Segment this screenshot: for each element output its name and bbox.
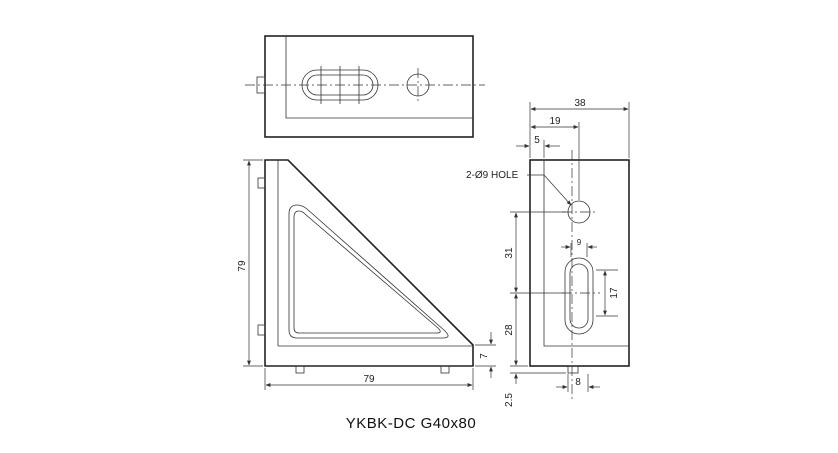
front-view-foot-right: [440, 365, 450, 374]
dim-hole-spacing: 31: [504, 247, 515, 259]
front-view-outline: [264, 159, 474, 367]
dim-side-width: 38: [574, 98, 586, 109]
side-view: 2-Ø9 HOLE 38 19 5 31 28 2.5 17: [466, 98, 630, 407]
front-view-pocket: [288, 204, 449, 339]
top-view: [245, 35, 485, 138]
dim-side-offset: 5: [534, 135, 540, 146]
side-view-tab: [567, 365, 579, 374]
dim-tab-width: 8: [575, 377, 581, 388]
front-view-tab-lower: [257, 324, 266, 336]
side-view-slot-inner: [569, 263, 589, 329]
dim-front-height: 79: [237, 260, 248, 272]
dim-bottom-to-slot: 28: [504, 324, 515, 336]
side-view-slot: [564, 257, 594, 335]
dim-slot-length: 17: [609, 287, 620, 299]
top-view-outline: [264, 35, 474, 138]
front-view-foot-left: [295, 365, 305, 374]
front-view-pocket-inner: [293, 210, 441, 334]
hole-leader: [527, 174, 572, 206]
dim-front-width: 79: [363, 374, 375, 385]
hole-callout: 2-Ø9 HOLE: [466, 170, 519, 181]
dim-foot-height: 7: [479, 353, 490, 359]
side-view-inner-edge: [543, 160, 629, 347]
top-view-inner-edge: [285, 36, 473, 119]
dim-slot-width: 9: [577, 238, 582, 247]
dim-side-half: 19: [549, 116, 561, 127]
front-view: 79 79 7: [237, 159, 496, 390]
side-view-outline: [529, 159, 630, 367]
front-view-tab-upper: [257, 177, 266, 189]
drawing-title: YKBK-DC G40x80: [346, 415, 476, 432]
dim-base-gap: 2.5: [504, 393, 515, 407]
